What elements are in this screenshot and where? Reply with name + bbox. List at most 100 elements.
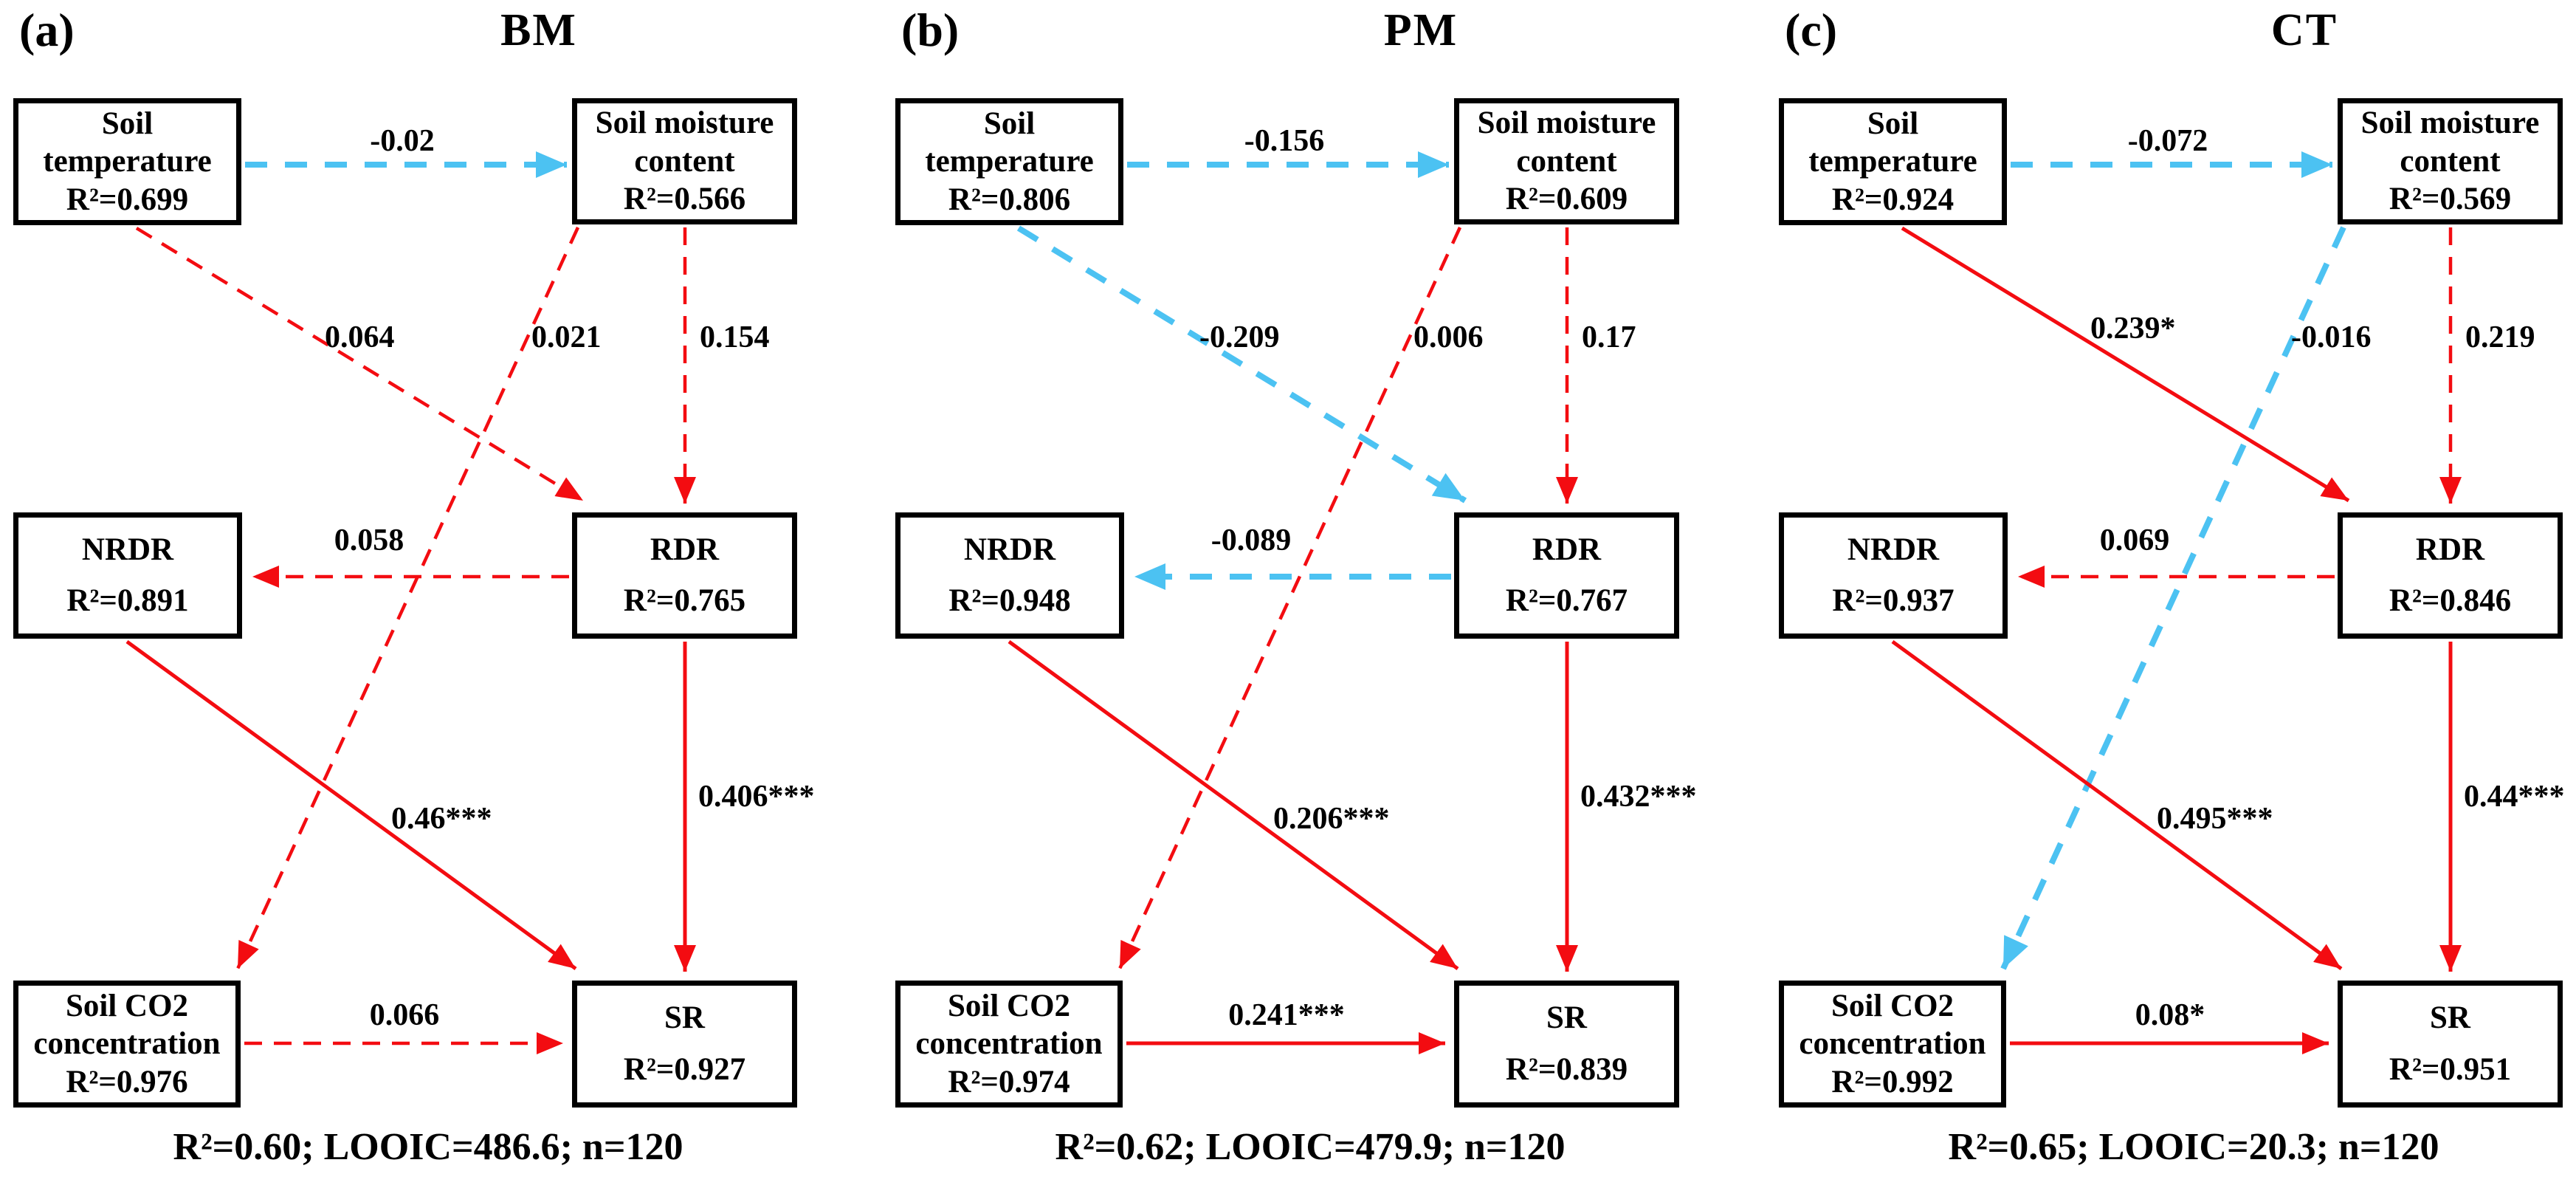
edge-label-rdr-sr: 0.432***	[1580, 780, 1697, 814]
node-line: Soil moisture	[595, 106, 774, 141]
node-line: Soil	[983, 106, 1036, 141]
node-sr: SR R²=0.951	[2338, 981, 2563, 1108]
node-r2: R²=0.951	[2389, 1052, 2512, 1088]
node-r2: R²=0.839	[1505, 1052, 1628, 1088]
edge-label-co2-sr: 0.08*	[2135, 998, 2205, 1032]
node-line: Soil moisture	[2360, 106, 2540, 141]
node-r2: R²=0.992	[1831, 1064, 1954, 1099]
node-line: concentration	[33, 1026, 221, 1062]
node-r2: R²=0.569	[2389, 182, 2512, 217]
node-line: RDR	[650, 532, 720, 567]
node-r2: R²=0.806	[948, 182, 1071, 217]
node-r2: R²=0.765	[623, 583, 746, 619]
panel-title: CT	[2270, 5, 2338, 55]
node-line: content	[1516, 143, 1617, 179]
node-line: content	[634, 143, 735, 179]
edge-label-st-rdr: 0.064	[325, 320, 395, 354]
edge-label-st-smc: -0.072	[2128, 124, 2208, 158]
node-line: SR	[1546, 1000, 1587, 1036]
edge-label-nrdr-sr: 0.495***	[2157, 802, 2273, 836]
edge-label-st-rdr: 0.239*	[2090, 312, 2176, 346]
edge-label-st-smc: -0.156	[1244, 124, 1325, 158]
node-line: Soil	[101, 106, 154, 141]
node-soil-temperature: Soil temperature R²=0.924	[1779, 98, 2007, 225]
node-soil-temperature: Soil temperature R²=0.806	[895, 98, 1123, 225]
edge-soiltemp-rdr	[1016, 225, 1467, 504]
node-r2: R²=0.891	[66, 583, 189, 619]
node-line: NRDR	[81, 532, 174, 567]
node-line: temperature	[43, 144, 212, 179]
node-line: temperature	[925, 144, 1094, 179]
node-nrdr: NRDR R²=0.948	[895, 512, 1124, 639]
node-line: RDR	[1532, 532, 1602, 567]
node-soil-co2-concentration: Soil CO2 concentration R²=0.992	[1779, 981, 2006, 1108]
edge-nrdr-sr	[1891, 639, 2343, 971]
edge-label-nrdr-sr: 0.46***	[391, 802, 492, 836]
panel-title: BM	[500, 5, 577, 55]
edge-soilmoisture-soilco2	[2000, 226, 2346, 970]
edge-label-rdr-nrdr: 0.069	[2100, 523, 2170, 557]
edge-label-smc-rdr: 0.219	[2465, 320, 2535, 354]
node-r2: R²=0.948	[948, 583, 1071, 619]
node-r2: R²=0.767	[1505, 583, 1628, 619]
node-line: Soil CO2	[65, 988, 189, 1023]
edge-label-co2-sr: 0.066	[370, 998, 440, 1032]
node-rdr: RDR R²=0.767	[1454, 512, 1679, 639]
node-sr: SR R²=0.839	[1454, 981, 1679, 1108]
node-sr: SR R²=0.927	[572, 981, 797, 1108]
node-line: temperature	[1808, 144, 1977, 179]
node-line: NRDR	[963, 532, 1056, 567]
node-line: NRDR	[1847, 532, 1940, 567]
node-soil-moisture-content: Soil moisture content R²=0.566	[572, 98, 797, 224]
node-r2: R²=0.974	[948, 1064, 1070, 1099]
edge-label-co2-sr: 0.241***	[1228, 998, 1345, 1032]
node-line: Soil	[1867, 106, 1919, 141]
edge-label-smc-co2: -0.016	[2291, 320, 2372, 354]
edge-label-rdr-sr: 0.44***	[2464, 780, 2565, 814]
node-r2: R²=0.927	[623, 1052, 746, 1088]
panel-letter: (b)	[901, 4, 960, 56]
node-soil-co2-concentration: Soil CO2 concentration R²=0.974	[895, 981, 1123, 1108]
panel-bm: (a) BM -0.02 0.064 0.021 0.154 0.058 0.4…	[0, 0, 858, 1188]
edge-label-st-rdr: -0.209	[1199, 320, 1280, 354]
node-soil-co2-concentration: Soil CO2 concentration R²=0.976	[13, 981, 241, 1108]
panel-title: PM	[1383, 5, 1459, 55]
model-fit-caption: R²=0.62; LOOIC=479.9; n=120	[1055, 1126, 1566, 1168]
panel-letter: (c)	[1785, 4, 1838, 56]
node-line: SR	[2430, 1000, 2470, 1036]
node-r2: R²=0.609	[1505, 182, 1628, 217]
node-line: RDR	[2415, 532, 2485, 567]
edge-soiltemp-rdr	[1901, 226, 2350, 503]
edge-label-smc-co2: 0.021	[531, 320, 602, 354]
node-rdr: RDR R²=0.846	[2338, 512, 2563, 639]
node-line: Soil CO2	[1831, 988, 1955, 1023]
node-nrdr: NRDR R²=0.937	[1779, 512, 2008, 639]
node-soil-temperature: Soil temperature R²=0.699	[13, 98, 241, 225]
edge-label-rdr-nrdr: 0.058	[334, 523, 404, 557]
edge-soilmoisture-soilco2	[1117, 227, 1462, 969]
node-r2: R²=0.924	[1831, 182, 1955, 217]
edge-label-rdr-nrdr: -0.089	[1211, 523, 1292, 557]
edge-soilmoisture-soilco2	[235, 227, 580, 969]
node-r2: R²=0.976	[66, 1064, 188, 1099]
edge-label-smc-rdr: 0.17	[1582, 320, 1636, 354]
node-line: SR	[664, 1000, 705, 1036]
model-fit-caption: R²=0.65; LOOIC=20.3; n=120	[1948, 1126, 2439, 1168]
node-line: content	[2400, 143, 2501, 179]
node-r2: R²=0.566	[623, 182, 746, 217]
node-line: Soil CO2	[947, 988, 1071, 1023]
node-r2: R²=0.937	[1832, 583, 1955, 619]
edge-nrdr-sr	[1008, 639, 1459, 971]
node-r2: R²=0.846	[2389, 583, 2512, 619]
node-r2: R²=0.699	[66, 182, 189, 217]
edge-label-smc-rdr: 0.154	[700, 320, 770, 354]
node-line: Soil moisture	[1477, 106, 1656, 141]
node-soil-moisture-content: Soil moisture content R²=0.569	[2338, 98, 2563, 224]
edge-label-st-smc: -0.02	[370, 124, 435, 158]
edge-label-nrdr-sr: 0.206***	[1273, 802, 1390, 836]
node-rdr: RDR R²=0.765	[572, 512, 797, 639]
node-line: concentration	[915, 1026, 1103, 1062]
edge-label-smc-co2: 0.006	[1413, 320, 1484, 354]
edge-nrdr-sr	[125, 639, 577, 971]
